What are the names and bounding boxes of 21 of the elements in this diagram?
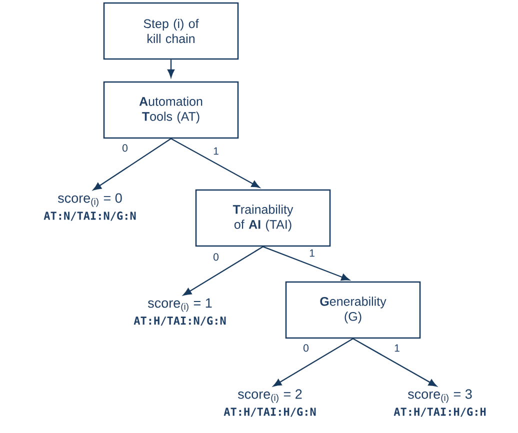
- process-box: Step (i) of kill chain: [103, 2, 239, 60]
- arrow: [352, 338, 437, 387]
- edge-label: 0: [302, 343, 310, 353]
- arrow: [262, 246, 350, 281]
- arrow: [183, 246, 264, 296]
- arrow: [167, 60, 175, 78]
- score-label: score$_{(i)}$ = 1 AT:H/TAI:N/G:N: [134, 298, 226, 326]
- edge-label: 0: [121, 143, 129, 153]
- score-label: score$_{(i)}$ = 3 AT:H/TAI:H/G:H: [394, 389, 486, 417]
- edge-label: 1: [308, 248, 316, 258]
- edge-label: 1: [212, 146, 220, 156]
- arrow: [93, 138, 172, 190]
- edge-label: 0: [212, 252, 220, 262]
- process-box: Generability (G): [285, 281, 421, 339]
- score-label: score$_{(i)}$ = 0 AT:N/TAI:N/G:N: [44, 193, 136, 221]
- score-label: score$_{(i)}$ = 2 AT:H/TAI:H/G:N: [224, 389, 316, 417]
- edge-label: 1: [393, 343, 401, 353]
- arrow: [170, 138, 260, 188]
- process-box: Trainability of AI (TAI): [195, 189, 331, 247]
- process-box: Automation Tools (AT): [103, 81, 239, 139]
- arrow: [273, 338, 354, 386]
